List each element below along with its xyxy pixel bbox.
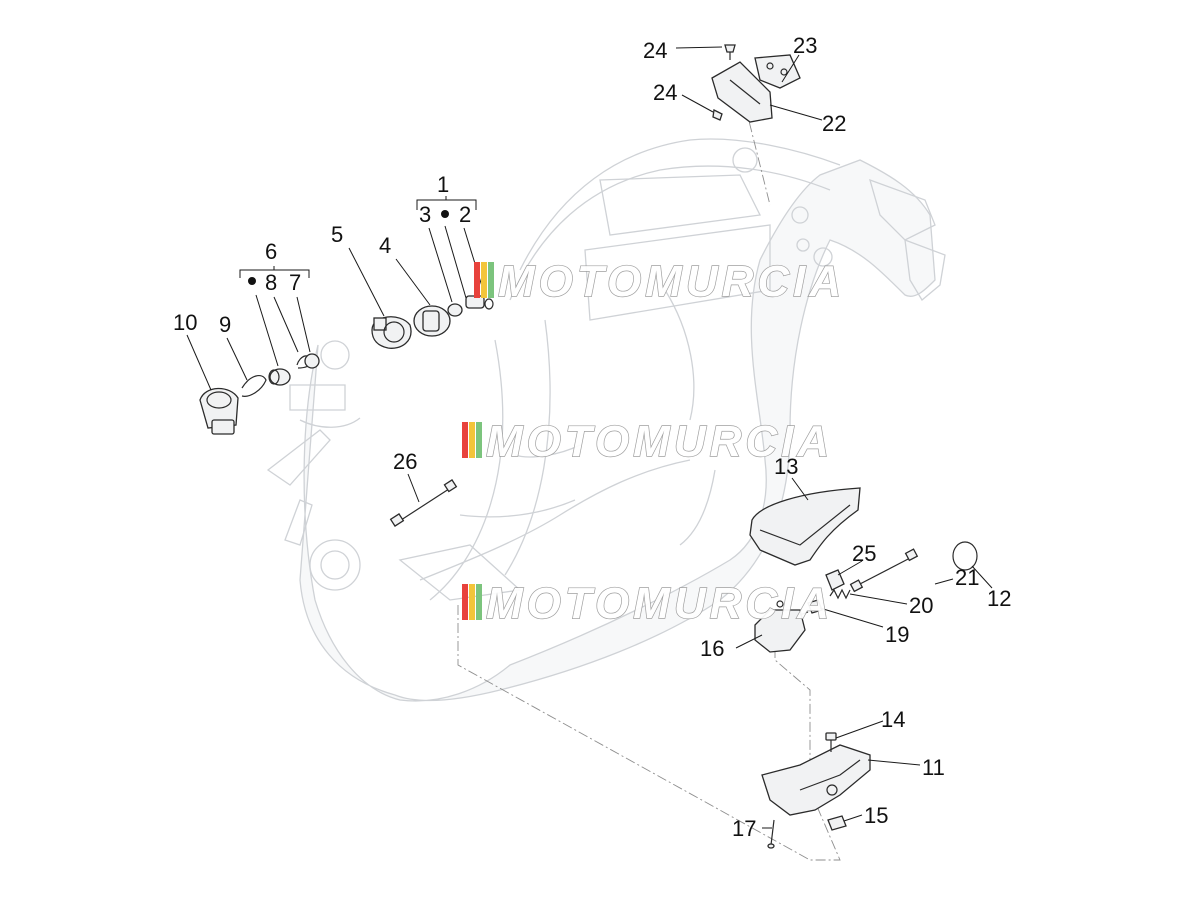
callout-5: 5 <box>331 222 343 247</box>
callout-17: 17 <box>732 816 756 841</box>
part-15-clip-nut <box>827 815 847 831</box>
watermark-top: MOTOMURCIA <box>474 256 845 307</box>
part-11-tray <box>761 744 871 816</box>
callout-23: 23 <box>793 33 817 58</box>
part-4-lock-body <box>413 305 451 337</box>
callout-19: 19 <box>885 622 909 647</box>
callout-1: 1 <box>437 172 449 197</box>
callout-8: 8 <box>265 270 277 295</box>
part-19-nut <box>807 599 823 614</box>
part-21-cable <box>849 548 919 593</box>
callout-22: 22 <box>822 111 846 136</box>
callout-9: 9 <box>219 312 231 337</box>
callout-3: 3 <box>419 202 431 227</box>
svg-text:MOTOMURCIA: MOTOMURCIA <box>486 579 833 628</box>
part-17-screw <box>767 819 775 849</box>
callout-12: 12 <box>987 586 1011 611</box>
svg-text:MOTOMURCIA: MOTOMURCIA <box>486 417 833 466</box>
part-8-bushing <box>268 368 291 386</box>
svg-text:MOTOMURCIA: MOTOMURCIA <box>498 257 845 306</box>
callout-24-bottom: 24 <box>653 80 677 105</box>
callout-2: 2 <box>459 202 471 227</box>
part-23-latch-plate <box>754 54 801 89</box>
callout-26: 26 <box>393 449 417 474</box>
callout-labels: 1 2 3 4 5 6 7 8 9 10 11 12 13 14 15 16 1… <box>173 33 1011 841</box>
scooter-frame <box>266 138 946 702</box>
part-26-cable <box>389 479 458 527</box>
part-22-latch-bracket <box>711 61 773 123</box>
part-2-cylinder <box>465 295 494 310</box>
callout-13: 13 <box>774 454 798 479</box>
watermark-bottom: MOTOMURCIA <box>462 578 833 629</box>
part-24-screw-top <box>724 44 736 60</box>
part-3-washer <box>447 303 463 317</box>
part-24-screw-bottom <box>712 109 723 121</box>
part-14-bolt <box>825 732 837 752</box>
callout-11: 11 <box>922 755 945 780</box>
callout-15: 15 <box>864 803 888 828</box>
watermark-middle: MOTOMURCIA <box>462 416 833 467</box>
callout-21: 21 <box>955 565 979 590</box>
part-10-switch <box>199 387 239 435</box>
parts <box>199 44 978 849</box>
part-25-clip <box>825 569 845 591</box>
callout-7: 7 <box>289 270 301 295</box>
callout-4: 4 <box>379 233 391 258</box>
part-5-collar <box>371 316 412 349</box>
part-12-oring <box>952 541 978 571</box>
callout-10: 10 <box>173 310 197 335</box>
callout-25: 25 <box>852 541 876 566</box>
group-brackets <box>239 196 477 285</box>
part-9-spring <box>241 374 267 397</box>
part-7-ring <box>304 353 320 369</box>
callout-20: 20 <box>909 593 933 618</box>
bullet-group-1 <box>441 210 449 218</box>
bullet-group-6 <box>248 277 256 285</box>
callout-24-top: 24 <box>643 38 667 63</box>
callout-6: 6 <box>265 239 277 264</box>
part-16-actuator <box>754 600 809 653</box>
callout-14: 14 <box>881 707 905 732</box>
callout-16: 16 <box>700 636 724 661</box>
part-20-spring <box>829 588 851 600</box>
part-13-cover <box>749 487 861 566</box>
